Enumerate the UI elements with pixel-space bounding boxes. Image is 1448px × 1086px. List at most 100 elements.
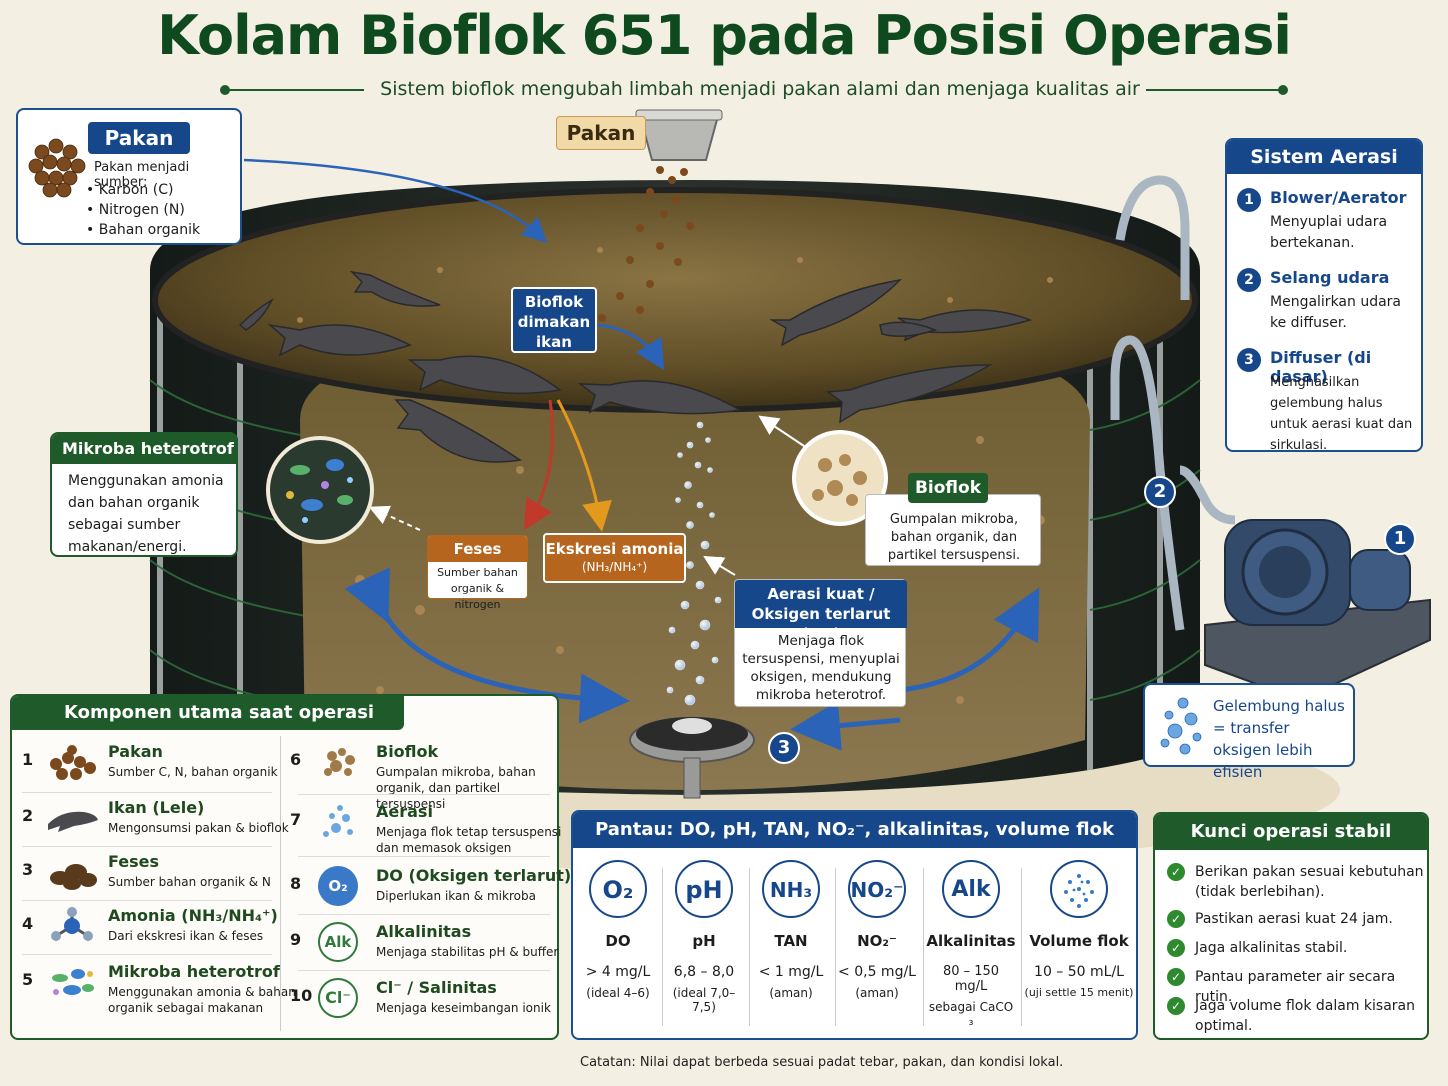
component-desc: Diperlukan ikan & mikroba [376,889,536,903]
param-alkalinity: Alk Alkalinitas 80 – 150 mg/L sebagai Ca… [925,860,1017,1028]
feed-info-list: • Karbon (C) • Nitrogen (N) • Bahan orga… [86,180,200,240]
marker-diffuser: 3 [768,732,800,764]
alk-badge-text: Alk [324,933,352,951]
component-item-ammonia: 4 Amonia (NH₃/NH₄⁺) Dari ekskresi ikan &… [22,904,282,958]
param-do: O₂ DO > 4 mg/L (ideal 4–6) [575,860,661,1028]
component-number: 3 [22,860,34,879]
component-desc: Menjaga flok tetap tersuspensi dan memas… [376,825,562,855]
param-tan: NH₃ TAN < 1 mg/L (aman) [748,860,834,1028]
component-item-biofloc: 6 Bioflok Gumpalan mikroba, bahan organi… [290,740,550,811]
key-op-text: Berikan pakan sesuai kebutuhan (tidak be… [1195,864,1424,900]
component-title: Pakan [108,742,163,761]
component-desc: Sumber C, N, bahan organik [108,765,278,779]
param-divider [662,868,663,1026]
feces-icon [50,864,97,890]
feed-info-intro: Pakan menjadi sumber: [94,160,190,190]
component-number: 8 [290,874,302,893]
param-note: (uji settle 15 menit) [1024,986,1134,999]
biofloc-desc: Gumpalan mikroba, bahan organik, dan par… [887,512,1021,563]
key-op-text: Jaga alkalinitas stabil. [1195,940,1348,956]
component-desc: Menjaga keseimbangan ionik [376,1001,551,1015]
component-number: 1 [22,750,34,769]
check-icon: ✓ [1167,863,1185,881]
subtitle-line-right [1146,89,1282,91]
page-title: Kolam Bioflok 651 pada Posisi Operasi [157,4,1292,67]
key-operations-box: Kunci operasi stabil ✓ Berikan pakan ses… [1153,812,1429,1040]
feed-pellets-icon [50,745,96,780]
floc-volume-icon [1050,860,1108,918]
param-name: Volume flok [1029,932,1129,950]
microbe-icon [52,969,94,995]
subtitle-row: Sistem bioflok mengubah limbah menjadi p… [220,78,1290,102]
component-title: Mikroba heterotrof [108,962,280,981]
floc-icon [324,748,355,776]
component-item-chloride: 10 Cl⁻ Cl⁻ / Salinitas Menjaga keseimban… [290,976,551,1030]
components-title: Komponen utama saat operasi [12,696,404,730]
alk-icon: Alk [942,860,1000,918]
step-title: Selang udara [1270,268,1390,287]
component-number: 10 [290,986,313,1005]
subtitle-dot-left [220,85,230,95]
feed-info-box: Pakan Pakan menjadi sumber: • Karbon (C)… [16,108,242,245]
component-item-microbe: 5 Mikroba heterotrof Menggunakan amonia … [22,960,296,1026]
molecule-icon [51,907,93,941]
param-note: sebagai CaCO ₃ [928,1000,1014,1028]
component-desc: Dari ekskresi ikan & feses [108,929,264,943]
step-number: 1 [1237,188,1261,212]
component-number: 5 [22,970,34,989]
o2-badge-text: O₂ [328,877,348,895]
step-desc: Mengalirkan udara ke diffuser. [1270,294,1402,331]
step-number: 3 [1237,348,1261,372]
subtitle-line-left [228,89,364,91]
component-item-feces: 3 Feses Sumber bahan organik & N [22,850,282,904]
biofloc-label: Bioflok Gumpalan mikroba, bahan organik,… [865,473,1041,566]
step-desc: Menghasilkan gelembung halus untuk aeras… [1270,375,1413,453]
microbe-info-title: Mikroba heterotrof [52,434,238,464]
components-box: Komponen utama saat operasi 1 Pakan Sumb… [10,694,571,1040]
component-title: Feses [108,852,160,871]
key-operations-title: Kunci operasi stabil [1155,814,1427,850]
component-title: Bioflok [376,742,439,761]
component-number: 2 [22,806,34,825]
component-title: Ikan (Lele) [108,798,205,817]
param-note: (ideal 4–6) [586,986,650,1000]
param-value: > 4 mg/L [585,964,651,980]
strong-aeration-desc: Menjaga flok tersuspensi, menyuplai oksi… [742,633,900,703]
param-divider [923,868,924,1026]
component-desc: Sumber bahan organik & N [108,875,271,889]
component-item-do: 8 O₂ DO (Oksigen terlarut) Diperlukan ik… [290,864,571,918]
o2-icon: O₂ [318,866,358,906]
component-item-feed: 1 Pakan Sumber C, N, bahan organik [22,740,282,794]
check-icon: ✓ [1167,997,1185,1015]
component-title: Alkalinitas [376,922,472,941]
page-subtitle: Sistem bioflok mengubah limbah menjadi p… [380,78,1140,100]
component-item-fish: 2 Ikan (Lele) Mengonsumsi pakan & bioflo… [22,796,289,850]
row-divider [298,794,550,795]
biofloc-eaten-label: Bioflok dimakan ikan [511,287,597,353]
step-title: Diffuser (di dasar) [1270,348,1372,386]
step-desc: Menyuplai udara bertekanan. [1270,214,1388,251]
bubbles-icon [323,805,353,837]
component-number: 9 [290,930,302,949]
hopper-label: Pakan [556,116,646,150]
feces-title: Feses [428,536,527,562]
monitoring-box: Pantau: DO, pH, TAN, NO₂⁻, alkalinitas, … [571,810,1138,1040]
param-divider [835,868,836,1026]
param-divider [749,868,750,1026]
biofloc-title: Bioflok [908,473,988,503]
component-desc: Gumpalan mikroba, bahan organik, dan par… [376,765,536,811]
component-desc: Menjaga stabilitas pH & buffer [376,945,559,959]
row-divider [22,900,272,901]
feed-info-title: Pakan [88,122,190,154]
microbe-info-desc: Menggunakan amonia dan bahan organik seb… [68,473,224,555]
bubbles-icon [1160,697,1202,755]
param-divider [1021,868,1022,1026]
row-divider [22,954,272,955]
feed-info-item: • Nitrogen (N) [86,202,185,218]
key-op-text: Jaga volume flok dalam kisaran optimal. [1195,998,1415,1034]
key-op-text: Pantau parameter air secara rutin. [1195,969,1396,1005]
param-note: (aman) [855,986,899,1000]
alk-icon: Alk [318,922,358,962]
component-title: Aerasi [376,802,433,821]
